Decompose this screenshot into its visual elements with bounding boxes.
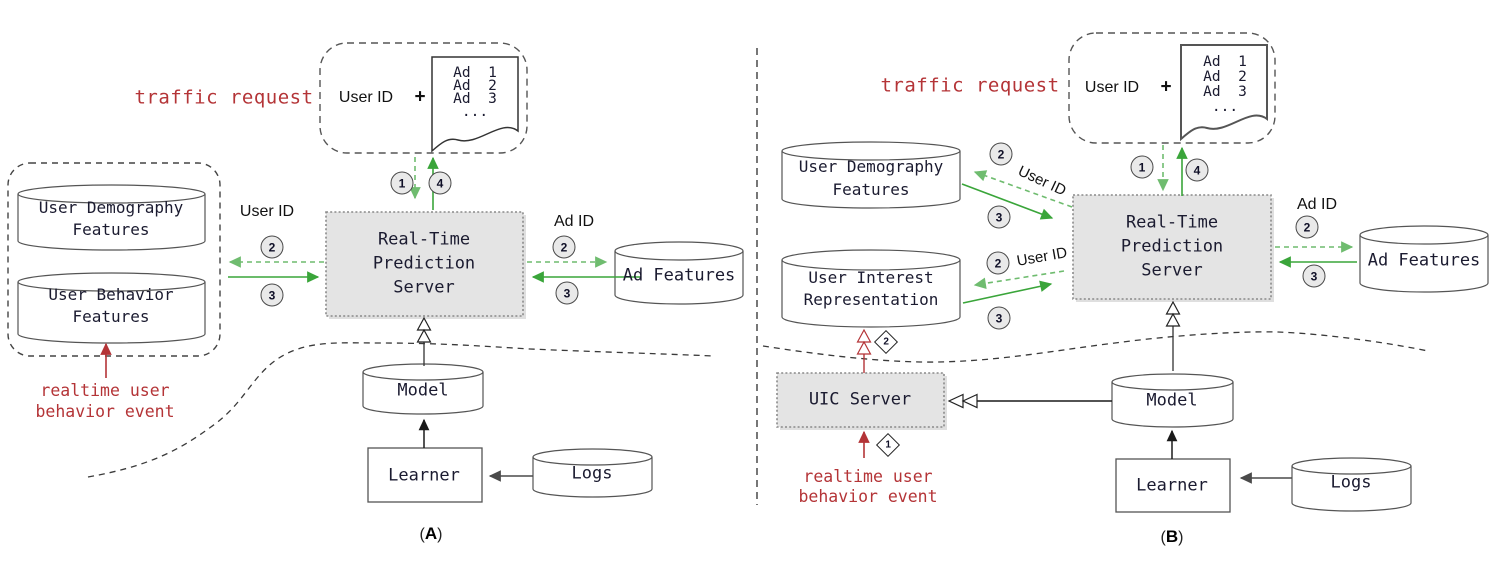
user-interest-cylinder-b bbox=[781, 249, 961, 328]
step-badge-2-right-a: 2 bbox=[552, 235, 576, 259]
request-plus-a: + bbox=[414, 86, 426, 108]
learner-label-a: Learner bbox=[388, 465, 460, 486]
ad-features-label-b: Ad Features bbox=[1367, 250, 1481, 271]
panel-caption-a: (A) bbox=[419, 524, 443, 543]
user-id-label-a: User ID bbox=[239, 203, 295, 220]
step-badge-3-ad-b: 3 bbox=[1302, 264, 1326, 288]
user-demography-cylinder-a bbox=[17, 184, 206, 251]
user-demography-label-b: Features bbox=[832, 180, 910, 199]
step-badge-1-b: 1 bbox=[1130, 155, 1154, 179]
prediction-server-box-b bbox=[1072, 194, 1272, 300]
ad-features-cylinder-b bbox=[1359, 225, 1489, 293]
learner-box-b bbox=[1115, 458, 1231, 513]
request-user-id-a: User ID bbox=[338, 89, 394, 106]
learner-box-a bbox=[367, 447, 483, 503]
arrow-userid-to-interest-b bbox=[973, 270, 1065, 289]
step-badge-3-left-a: 3 bbox=[260, 283, 284, 307]
user-demography-label-a: User Demography bbox=[38, 198, 184, 217]
ad-list-item: Ad 1 bbox=[453, 64, 497, 81]
step-badge-3-demography-b: 3 bbox=[987, 205, 1011, 229]
realtime-event-label-b: realtime user bbox=[803, 466, 933, 486]
online-offline-separator-a bbox=[87, 342, 714, 478]
arrow-uic-to-interest bbox=[856, 328, 872, 373]
ad-features-label-a: Ad Features bbox=[622, 265, 736, 286]
user-features-group-a bbox=[7, 162, 221, 357]
arrow-demography-return-b bbox=[961, 183, 1054, 220]
ad-list-item: Ad 2 bbox=[453, 77, 497, 94]
user-demography-cylinder-b bbox=[781, 141, 961, 209]
user-behavior-label-a: Features bbox=[72, 307, 150, 326]
realtime-event-label-b: behavior event bbox=[798, 486, 938, 506]
user-interest-label-b: Representation bbox=[803, 290, 939, 309]
ad-id-label-a: Ad ID bbox=[553, 213, 595, 230]
step-badge-4-b: 4 bbox=[1185, 158, 1209, 182]
user-behavior-cylinder-a bbox=[17, 272, 206, 344]
learner-label-b: Learner bbox=[1136, 475, 1208, 496]
step-badge-2-interest-b: 2 bbox=[986, 251, 1010, 275]
ad-list-item: Ad 1 bbox=[1203, 53, 1247, 70]
ad-list-document-a bbox=[431, 56, 519, 153]
arrow-interest-return-b bbox=[962, 280, 1053, 304]
step-badge-2-left-a: 2 bbox=[260, 235, 284, 259]
logs-cylinder-a bbox=[532, 448, 653, 498]
uic-server-box bbox=[776, 372, 945, 428]
uic-server-label: UIC Server bbox=[808, 389, 912, 410]
panel-caption-b: (B) bbox=[1160, 527, 1184, 546]
step-badge-3-right-a: 3 bbox=[555, 281, 579, 305]
user-interest-label-b: User Interest bbox=[808, 268, 934, 287]
arrow-model-to-server-b bbox=[1165, 300, 1181, 371]
ad-id-label-b: Ad ID bbox=[1296, 196, 1338, 213]
logs-cylinder-b bbox=[1291, 457, 1412, 512]
model-cylinder-b bbox=[1111, 373, 1234, 428]
prediction-server-label-b: Prediction bbox=[1120, 236, 1224, 257]
prediction-server-label-a: Prediction bbox=[372, 253, 476, 274]
prediction-server-label-b: Real-Time bbox=[1125, 212, 1219, 233]
prediction-server-label-b: Server bbox=[1141, 260, 1203, 281]
ad-list-item: ... bbox=[461, 103, 489, 120]
step-badge-2-ad-b: 2 bbox=[1295, 215, 1319, 239]
realtime-event-label-a: realtime user bbox=[40, 380, 170, 400]
logs-label-b: Logs bbox=[1330, 472, 1372, 493]
arrow-model-to-uic bbox=[947, 393, 1112, 409]
traffic-request-label-b: traffic request bbox=[880, 74, 1060, 97]
user-demography-label-b: User Demography bbox=[798, 157, 944, 176]
user-behavior-label-a: User Behavior bbox=[48, 285, 174, 304]
logs-label-a: Logs bbox=[571, 463, 613, 484]
request-plus-b: + bbox=[1160, 76, 1172, 98]
online-offline-separator-b bbox=[762, 331, 1429, 363]
ad-list-item: Ad 3 bbox=[453, 90, 497, 107]
request-user-id-b: User ID bbox=[1084, 79, 1140, 96]
realtime-event-label-a: behavior event bbox=[35, 401, 175, 421]
step-badge-2-demography-b: 2 bbox=[989, 142, 1013, 166]
model-label-b: Model bbox=[1146, 390, 1198, 411]
step-badge-3-interest-b: 3 bbox=[987, 306, 1011, 330]
prediction-server-label-a: Real-Time bbox=[377, 229, 471, 250]
traffic-request-label-a: traffic request bbox=[134, 86, 314, 109]
model-cylinder-a bbox=[362, 363, 484, 415]
ad-list-item: ... bbox=[1211, 98, 1239, 115]
model-label-a: Model bbox=[397, 380, 449, 401]
step-badge-1-a: 1 bbox=[390, 171, 414, 195]
ad-features-cylinder-a bbox=[614, 241, 744, 305]
prediction-server-box-a bbox=[325, 211, 524, 317]
ad-list-document-b bbox=[1180, 44, 1268, 142]
arrow-userid-to-demography-b bbox=[973, 170, 1073, 208]
ad-list-item: Ad 2 bbox=[1203, 68, 1247, 85]
step-badge-4-a: 4 bbox=[428, 171, 452, 195]
arrow-model-to-server-a bbox=[416, 316, 432, 366]
ad-list-item: Ad 3 bbox=[1203, 83, 1247, 100]
prediction-server-label-a: Server bbox=[393, 277, 455, 298]
user-demography-label-a: Features bbox=[72, 220, 150, 239]
